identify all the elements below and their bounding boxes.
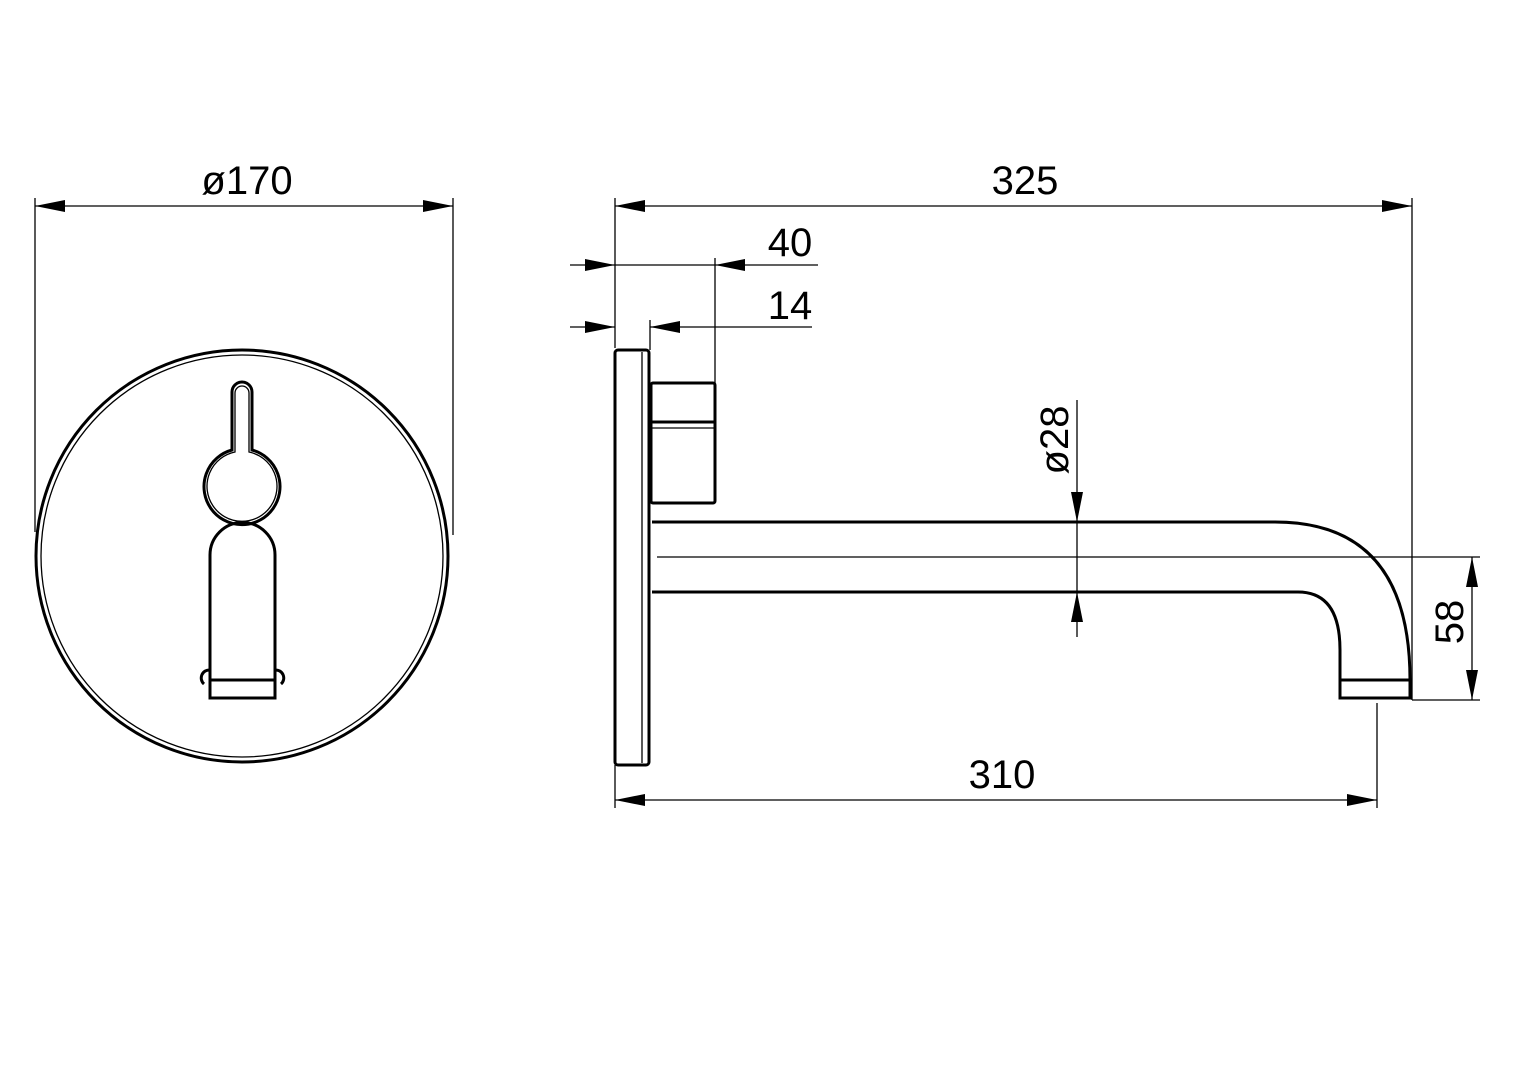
spout-front [208,521,277,700]
dimension-label: ø28 [1033,406,1077,475]
dimension-front-diameter: ø170 [34,159,454,535]
dimension-plate-thickness: 14 [570,284,812,350]
dimension-label: ø170 [201,159,292,203]
cover-plate-inner [40,354,444,758]
dimension-body-depth: 40 [570,221,818,383]
front-view [34,348,450,764]
cover-plate-outer [34,348,450,764]
dimension-spout-reach: 310 [614,703,1378,808]
sensor-body [649,381,717,505]
wall-plate [613,348,651,767]
dimension-label: 40 [768,221,813,265]
dimension-spout-diameter: ø28 [1033,400,1083,637]
spout-outlet [1338,678,1412,700]
dimension-total-projection: 325 [614,159,1413,700]
dimension-label: 325 [992,159,1059,203]
spout-outer-edge [652,520,1412,698]
dimension-label: 58 [1428,600,1472,645]
dimension-outlet-height: 58 [1412,557,1480,701]
sensor-keyhole [202,380,282,527]
dimension-label: 14 [768,284,813,328]
side-view [613,348,1480,767]
dimension-label: 310 [969,753,1036,797]
spout-inner-edge [652,590,1342,698]
